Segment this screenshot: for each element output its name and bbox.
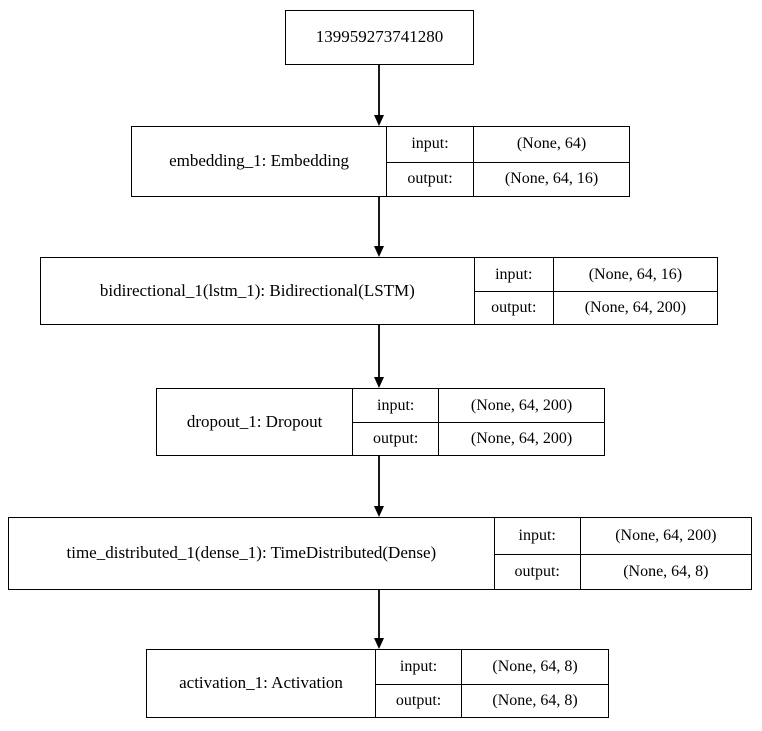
arrowhead-icon bbox=[374, 115, 384, 126]
io-row-input: input: (None, 64, 200) bbox=[353, 389, 604, 422]
edge-line bbox=[378, 456, 380, 506]
io-row-output: output: (None, 64, 8) bbox=[376, 683, 608, 717]
io-row-input: input: (None, 64, 8) bbox=[376, 650, 608, 684]
node-activation-1-label: activation_1: Activation bbox=[179, 673, 343, 693]
edge-dropout-1-to-time-distributed-1 bbox=[374, 456, 384, 517]
node-time-distributed-1-label: time_distributed_1(dense_1): TimeDistrib… bbox=[66, 543, 437, 563]
io-row-output: output: (None, 64, 8) bbox=[494, 553, 751, 589]
node-dropout-1-label: dropout_1: Dropout bbox=[186, 411, 323, 431]
io-input-value: (None, 64, 200) bbox=[615, 526, 717, 544]
io-input-value: (None, 64) bbox=[516, 135, 587, 153]
io-input-key: input: bbox=[495, 518, 581, 554]
node-time-distributed-1[interactable]: time_distributed_1(dense_1): TimeDistrib… bbox=[8, 517, 752, 590]
io-output-value: (None, 64, 8) bbox=[623, 562, 709, 580]
io-output-key: output: bbox=[475, 292, 554, 324]
io-row-input: input: (None, 64) bbox=[387, 127, 629, 162]
edge-embedding-1-to-bidirectional-1 bbox=[374, 197, 384, 257]
io-output-value: (None, 64, 16) bbox=[504, 170, 599, 188]
io-input-key: input: bbox=[353, 389, 440, 422]
io-input-value: (None, 64, 8) bbox=[492, 657, 578, 675]
io-input-key: input: bbox=[387, 127, 475, 162]
node-dropout-1-io-table: input: (None, 64, 200) output: (None, 64… bbox=[352, 389, 604, 455]
edge-line bbox=[378, 325, 380, 377]
edge-line bbox=[378, 65, 380, 115]
node-bidirectional-1-io-table: input: (None, 64, 16) output: (None, 64,… bbox=[473, 258, 717, 324]
io-output-value: (None, 64, 8) bbox=[492, 691, 578, 709]
node-bidirectional-1[interactable]: bidirectional_1(lstm_1): Bidirectional(L… bbox=[40, 257, 718, 325]
edge-input-tensor-to-embedding-1 bbox=[374, 65, 384, 126]
arrowhead-icon bbox=[374, 506, 384, 517]
io-input-key: input: bbox=[376, 650, 463, 684]
io-output-key: output: bbox=[387, 162, 475, 196]
node-dropout-1[interactable]: dropout_1: Dropout input: (None, 64, 200… bbox=[156, 388, 605, 456]
io-row-input: input: (None, 64, 200) bbox=[495, 518, 751, 554]
io-output-key: output: bbox=[495, 554, 581, 589]
io-output-value: (None, 64, 200) bbox=[584, 299, 687, 316]
io-input-value: (None, 64, 16) bbox=[588, 265, 683, 283]
arrowhead-icon bbox=[374, 638, 384, 649]
node-activation-1[interactable]: activation_1: Activation input: (None, 6… bbox=[146, 649, 609, 718]
io-input-value: (None, 64, 200) bbox=[470, 396, 573, 414]
node-activation-1-io-table: input: (None, 64, 8) output: (None, 64, … bbox=[375, 650, 608, 717]
io-output-key: output: bbox=[376, 684, 463, 717]
io-output-value: (None, 64, 200) bbox=[470, 430, 573, 447]
edge-time-distributed-1-to-activation-1 bbox=[374, 590, 384, 649]
edge-bidirectional-1-to-dropout-1 bbox=[374, 325, 384, 388]
node-embedding-1-io-table: input: (None, 64) output: (None, 64, 16) bbox=[386, 127, 629, 196]
io-row-input: input: (None, 64, 16) bbox=[475, 258, 717, 291]
io-output-key: output: bbox=[353, 423, 440, 455]
edge-line bbox=[378, 197, 380, 246]
arrowhead-icon bbox=[374, 377, 384, 388]
arrowhead-icon bbox=[374, 246, 384, 257]
io-row-output: output: (None, 64, 200) bbox=[474, 291, 717, 324]
node-time-distributed-1-io-table: input: (None, 64, 200) output: (None, 64… bbox=[493, 518, 751, 589]
node-bidirectional-1-label: bidirectional_1(lstm_1): Bidirectional(L… bbox=[99, 280, 415, 300]
io-row-output: output: (None, 64, 200) bbox=[353, 422, 604, 455]
node-embedding-1[interactable]: embedding_1: Embedding input: (None, 64)… bbox=[131, 126, 630, 197]
io-row-output: output: (None, 64, 16) bbox=[387, 161, 629, 196]
io-input-key: input: bbox=[475, 258, 554, 291]
node-embedding-1-label: embedding_1: Embedding bbox=[169, 151, 349, 171]
node-input-tensor[interactable]: 139959273741280 bbox=[285, 10, 474, 65]
node-input-tensor-label: 139959273741280 bbox=[315, 27, 444, 47]
edge-line bbox=[378, 590, 380, 638]
